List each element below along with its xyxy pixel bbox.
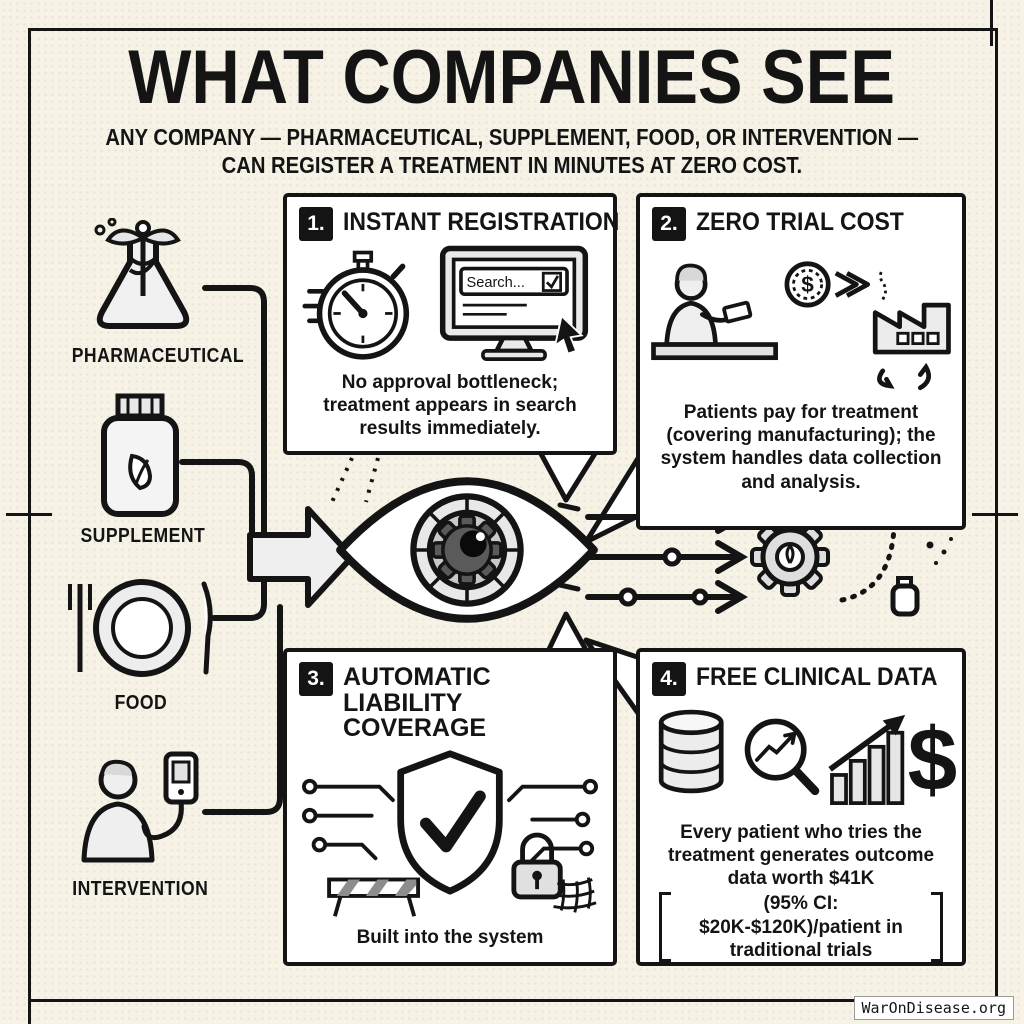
box3-title: AUTOMATIC LIABILITY COVERAGE <box>343 663 491 742</box>
box1-title: INSTANT REGISTRATION <box>343 208 620 236</box>
left-bracket <box>659 892 671 962</box>
box2-number-badge: 2. <box>652 207 686 241</box>
search-monitor-icon: Search... <box>439 245 589 361</box>
source-food: FOOD <box>58 572 223 715</box>
supplement-bottle-icon <box>100 393 179 517</box>
database-chart-dollar-icons: $ <box>658 709 956 809</box>
left-registration-tick <box>6 513 52 516</box>
page-title: WHAT COMPANIES SEE <box>128 35 896 120</box>
eye-gear-icon <box>336 477 598 623</box>
person-device-icon <box>81 751 198 863</box>
box2-title: ZERO TRIAL COST <box>696 208 904 236</box>
top-right-registration-tick <box>990 0 993 46</box>
box-zero-trial-cost: 2. ZERO TRIAL COST $ <box>636 193 966 530</box>
source-label-food: FOOD <box>114 692 167 714</box>
source-label-pharmaceutical: PHARMACEUTICAL <box>71 345 245 367</box>
watermark: WarOnDisease.org <box>853 996 1014 1020</box>
box4-ci-line: (95% CI: $20K-$120K)/patient in traditio… <box>659 892 943 962</box>
box4-body: Every patient who tries the treatment ge… <box>667 821 935 890</box>
cursor-arrow-icon <box>553 314 584 355</box>
box-instant-registration: 1. INSTANT REGISTRATION <box>283 193 619 455</box>
stopwatch-icon <box>302 250 410 360</box>
box1-number-badge: 1. <box>299 207 333 241</box>
box4-title: FREE CLINICAL DATA <box>696 663 938 691</box>
source-intervention: INTERVENTION <box>58 748 223 901</box>
source-label-intervention: INTERVENTION <box>72 878 209 900</box>
box-automatic-liability-coverage: 3. AUTOMATIC LIABILITY COVERAGE <box>283 648 617 966</box>
system-eye <box>333 464 601 636</box>
flask-caduceus-icon <box>94 217 189 329</box>
right-bracket <box>931 892 943 962</box>
source-label-supplement: SUPPLEMENT <box>80 525 206 547</box>
plate-cutlery-icon <box>68 579 213 677</box>
search-box-text: Search... <box>466 275 524 291</box>
box4-ci-text: (95% CI: $20K-$120K)/patient in traditio… <box>699 893 903 961</box>
subtitle-line2: CAN REGISTER A TREATMENT IN MINUTES AT Z… <box>221 152 803 178</box>
source-pharmaceutical: PHARMACEUTICAL <box>60 217 245 368</box>
box-free-clinical-data: 4. FREE CLINICAL DATA <box>636 648 966 966</box>
box3-number-badge: 3. <box>299 662 333 696</box>
source-supplement: SUPPLEMENT <box>72 392 207 548</box>
patient-payment-factory-icons: $ <box>651 261 951 391</box>
box3-body: Built into the system <box>356 926 544 948</box>
coin-dollar-text: $ <box>801 272 814 297</box>
right-registration-tick <box>972 513 1018 516</box>
big-dollar-text: $ <box>908 709 956 809</box>
box2-body: Patients pay for treatment (covering man… <box>660 402 942 493</box>
bottom-left-registration-tick <box>28 960 31 1024</box>
box4-number-badge: 4. <box>652 662 686 696</box>
shield-lock-circuit-icons <box>301 749 599 917</box>
subtitle-line1: ANY COMPANY — PHARMACEUTICAL, SUPPLEMENT… <box>105 124 919 150</box>
box1-body: No approval bottleneck; treatment appear… <box>323 372 577 440</box>
